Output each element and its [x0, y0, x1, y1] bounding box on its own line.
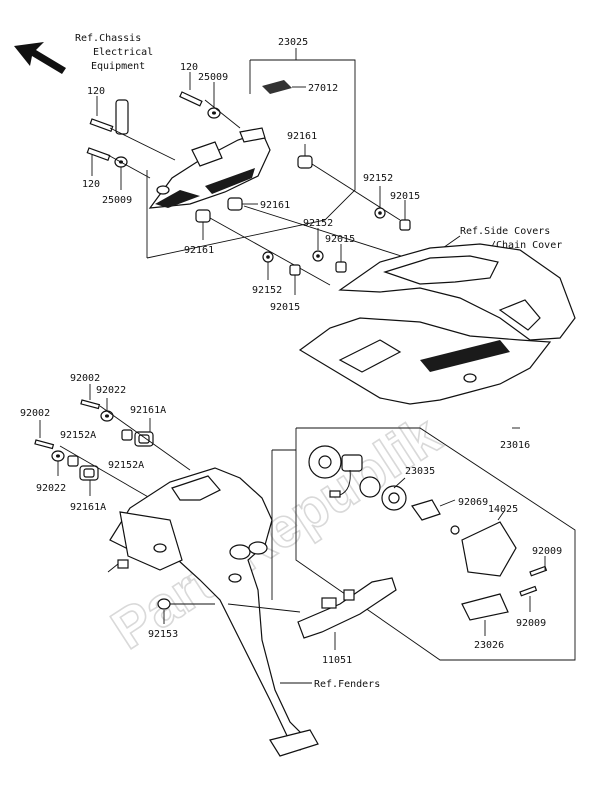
spacer-92015-c: [289, 264, 301, 295]
license-bracket-11051: [297, 577, 397, 650]
svg-text:Electrical: Electrical: [93, 47, 153, 58]
label-92152A-b: 92152A: [108, 460, 144, 471]
reflector-27012: [262, 80, 306, 94]
clip-92069: [411, 499, 456, 521]
bolt-120-low: [86, 147, 111, 176]
label-92022-a: 92022: [96, 385, 126, 396]
label-120-left: 120: [87, 86, 105, 97]
spacer-92015-b: [335, 244, 347, 273]
bolt-92153: [157, 598, 215, 624]
rear-fender-bracket: [107, 467, 319, 757]
label-23026: 23026: [474, 640, 504, 651]
group-bracket-23025: [146, 48, 356, 259]
screw-92009-b: [519, 585, 538, 612]
label-11051: 11051: [322, 655, 352, 666]
front-direction-arrow-icon: [14, 42, 66, 74]
label-92152-a: 92152: [363, 173, 393, 184]
bracket-strap: [115, 99, 129, 135]
label-92015-c: 92015: [270, 302, 300, 313]
label-25009-low: 25009: [102, 195, 132, 206]
grommet-92161-c: [195, 209, 211, 240]
label-120-low: 120: [82, 179, 100, 190]
label-92152A-a: 92152A: [60, 430, 96, 441]
label-92161A-a: 92161A: [130, 405, 166, 416]
washer-25009-top: [207, 82, 221, 119]
label-92069: 92069: [458, 497, 488, 508]
label-92152-b: 92152: [303, 218, 333, 229]
svg-text:Equipment: Equipment: [91, 61, 145, 72]
bolt-120-top: [179, 72, 203, 107]
collar-92152-c: [262, 251, 274, 280]
seat-cowl: [338, 243, 576, 341]
grommet-92161-a: [297, 144, 313, 169]
label-120-top: 120: [180, 62, 198, 73]
ref-fenders-label[interactable]: Ref.Fenders: [314, 679, 380, 690]
label-92161-b: 92161: [260, 200, 290, 211]
cover-23026: [461, 593, 509, 636]
bolt-120-left: [89, 96, 114, 132]
bolt-92002-b: [34, 420, 55, 450]
label-23035: 23035: [405, 466, 435, 477]
label-14025: 14025: [488, 504, 518, 515]
spacer-92152A-a: [121, 429, 133, 441]
grommet-92161A-a: [134, 418, 154, 447]
svg-text:Ref.Chassis: Ref.Chassis: [75, 33, 141, 44]
screw-92009-a: [529, 556, 548, 577]
label-92009-b: 92009: [516, 618, 546, 629]
spacer-92015-a: [399, 200, 411, 231]
group-bracket-23016: [295, 427, 576, 661]
license-lamp-socket: [308, 445, 381, 498]
label-23025: 23025: [278, 37, 308, 48]
svg-text:/Chain Cover: /Chain Cover: [490, 240, 562, 251]
label-92002-b: 92002: [20, 408, 50, 419]
spacer-92152A-b: [67, 455, 79, 467]
label-27012: 27012: [308, 83, 338, 94]
grommet-92161A-b: [79, 465, 99, 496]
label-92015-a: 92015: [390, 191, 420, 202]
bulb-23035: [381, 477, 407, 511]
label-92152-c: 92152: [252, 285, 282, 296]
label-92009-a: 92009: [532, 546, 562, 557]
collar-92152-b: [312, 228, 324, 262]
label-25009-top: 25009: [198, 72, 228, 83]
label-92022-b: 92022: [36, 483, 66, 494]
bolt-92002-a: [80, 384, 101, 410]
tail-light-housing: [148, 127, 271, 209]
label-92015-b: 92015: [325, 234, 355, 245]
label-92161-a: 92161: [287, 131, 317, 142]
frame-rail: [298, 317, 552, 405]
ref-chassis-label[interactable]: Ref.Chassis Electrical Equipment: [75, 33, 153, 72]
collar-92152-a: [374, 186, 386, 219]
screw-92069-lamp: [450, 525, 460, 535]
grommet-92161-b: [227, 197, 258, 211]
label-92161A-b: 92161A: [70, 502, 106, 513]
lens-14025: [461, 509, 517, 577]
label-92153: 92153: [148, 629, 178, 640]
washer-92022-b: [51, 450, 65, 476]
washer-92022-a: [100, 398, 114, 422]
ref-side-covers-label[interactable]: Ref.Side Covers /Chain Cover: [460, 226, 562, 251]
label-92161-c: 92161: [184, 245, 214, 256]
label-92002-a: 92002: [70, 373, 100, 384]
svg-text:Ref.Side Covers: Ref.Side Covers: [460, 226, 550, 237]
label-23016: 23016: [500, 440, 530, 451]
